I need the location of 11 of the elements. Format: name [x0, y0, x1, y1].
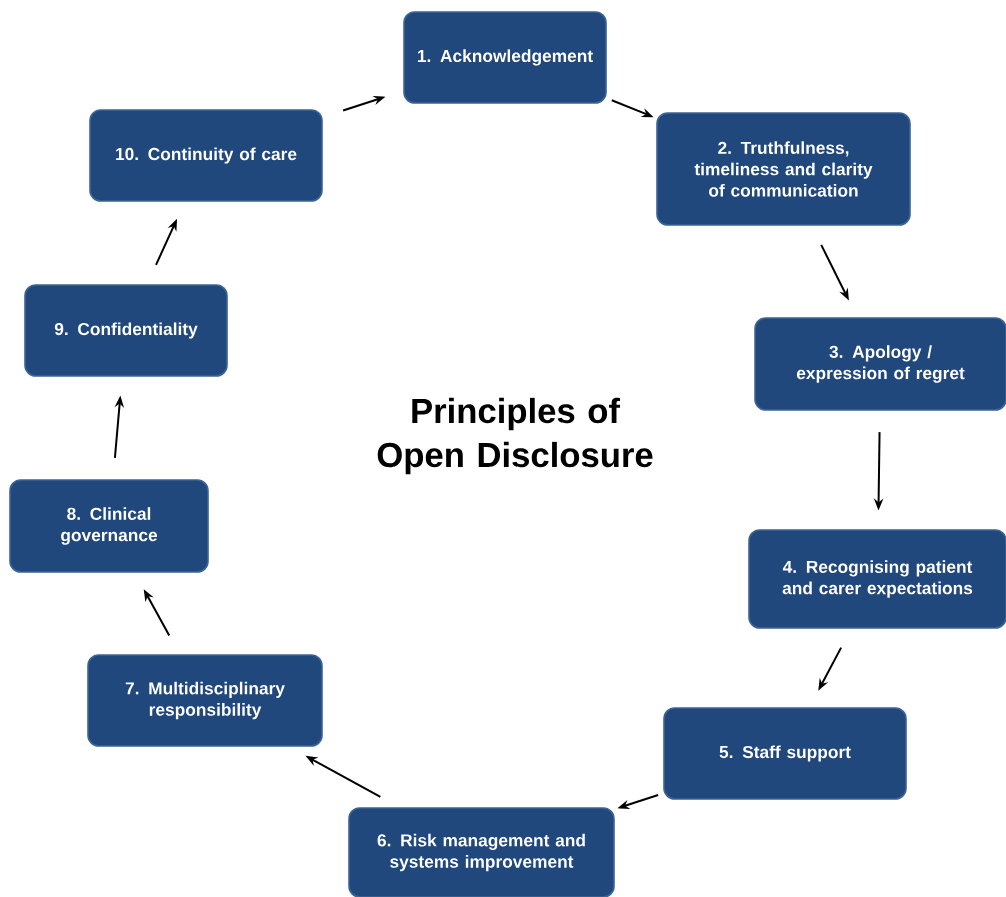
process-box: 10. Continuity of care	[89, 109, 323, 202]
process-box: 9. Confidentiality	[24, 284, 228, 377]
process-box: 4. Recognising patient and carer expectations	[748, 529, 1006, 629]
process-box: 6. Risk management and systems improvement	[348, 807, 615, 897]
process-box: 3. Apology / expression of regret	[754, 317, 1006, 411]
process-box: 7. Multidisciplinary responsibility	[87, 654, 323, 747]
title: Principles of Open Disclosure	[377, 397, 653, 475]
process-box: 8. Clinical governance	[9, 479, 209, 573]
process-box: 2. Truthfulness, timeliness and clarity of communication	[656, 112, 911, 226]
process-box: 5. Staff support	[663, 707, 907, 800]
process-box: 1. Acknowledgement	[403, 11, 607, 104]
